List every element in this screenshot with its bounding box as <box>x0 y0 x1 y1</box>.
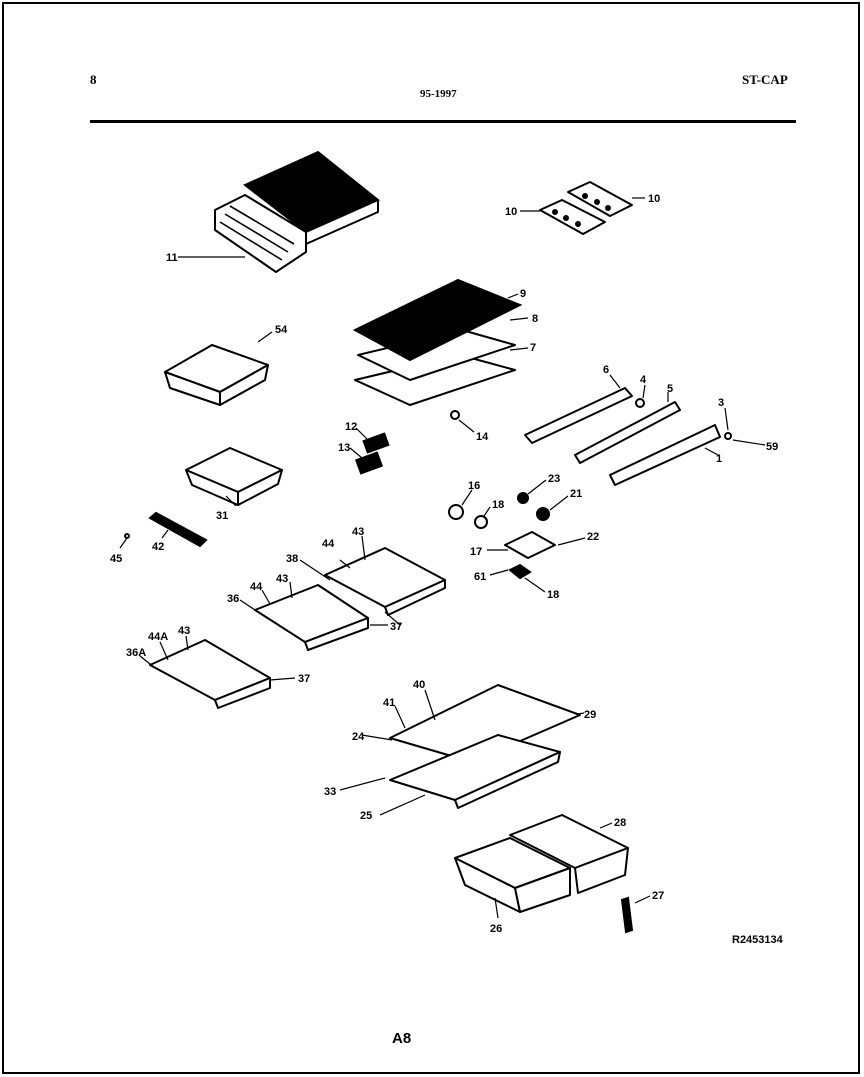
callout-7: 7 <box>530 342 536 354</box>
callout-61: 61 <box>474 571 486 583</box>
model-code: ST-CAP <box>742 72 788 87</box>
callout-36A: 36A <box>126 647 146 659</box>
page-number: 8 <box>90 72 97 87</box>
callout-36: 36 <box>227 593 239 605</box>
part-54-bin: 54 <box>164 324 288 406</box>
part-rails: 6 4 5 3 59 1 <box>524 364 778 486</box>
callout-45: 45 <box>110 553 122 565</box>
date-range: 95-1997 <box>420 88 457 100</box>
callout-43-middle: 43 <box>276 573 288 585</box>
callout-44A: 44A <box>148 631 168 643</box>
page-code: A8 <box>392 1030 412 1047</box>
part-crisper-cover: 40 41 24 29 33 25 <box>324 679 596 822</box>
callout-54: 54 <box>275 324 288 336</box>
callout-38: 38 <box>286 553 298 565</box>
callout-4: 4 <box>640 374 647 386</box>
callout-21: 21 <box>570 488 582 500</box>
callout-10-left: 10 <box>505 206 517 218</box>
callout-40: 40 <box>413 679 425 691</box>
part-glass-shelf-upper: 44 43 38 <box>286 526 446 626</box>
callout-33: 33 <box>324 786 336 798</box>
part-control-assembly: 16 18 23 21 22 17 61 18 <box>448 473 599 601</box>
callout-6: 6 <box>603 364 609 376</box>
part-42-45-support: 45 42 <box>110 511 208 565</box>
callout-3: 3 <box>718 397 724 409</box>
part-glass-shelf-middle: 36 44 43 37 <box>227 573 402 651</box>
callout-9: 9 <box>520 288 526 300</box>
callout-59: 59 <box>766 441 778 453</box>
callout-29: 29 <box>584 709 596 721</box>
callout-1: 1 <box>716 453 722 465</box>
part-31-bin: 31 <box>185 447 283 522</box>
callout-27: 27 <box>652 890 664 902</box>
callout-18-bottom: 18 <box>547 589 559 601</box>
part-12-13-14-hardware: 12 13 14 <box>338 410 489 475</box>
drawing-reference-code: R2453134 <box>732 934 783 946</box>
callout-16: 16 <box>468 480 480 492</box>
callout-22: 22 <box>587 531 599 543</box>
callout-44-upper: 44 <box>322 538 335 550</box>
callout-42: 42 <box>152 541 164 553</box>
callout-28-right: 28 <box>614 817 626 829</box>
callout-24: 24 <box>352 731 365 743</box>
callout-12: 12 <box>345 421 357 433</box>
callout-17: 17 <box>470 546 482 558</box>
part-glass-shelf-lower: 36A 44A 43 37 <box>126 625 310 709</box>
callout-44-middle: 44 <box>250 581 263 593</box>
callout-26: 26 <box>490 923 502 935</box>
callout-18-top: 18 <box>492 499 504 511</box>
callout-37-middle: 37 <box>390 621 402 633</box>
callout-13: 13 <box>338 442 350 454</box>
part-9-8-7-shelf-stack: 9 8 7 <box>352 278 538 406</box>
callout-5: 5 <box>667 383 673 395</box>
header-rule <box>90 120 796 123</box>
callout-25: 25 <box>360 810 372 822</box>
callout-14: 14 <box>476 431 489 443</box>
callout-11: 11 <box>166 252 178 264</box>
callout-43-lower: 43 <box>178 625 190 637</box>
callout-31: 31 <box>216 510 228 522</box>
callout-10-right: 10 <box>648 193 660 205</box>
part-11-freezer-shelf: 11 <box>166 150 380 273</box>
part-10-ice-trays: 10 10 <box>505 181 660 235</box>
callout-41: 41 <box>383 697 395 709</box>
callout-23: 23 <box>548 473 560 485</box>
callout-43-upper: 43 <box>352 526 364 538</box>
callout-8: 8 <box>532 313 538 325</box>
part-crisper-drawers: 28 26 27 <box>454 814 664 935</box>
callout-37-lower: 37 <box>298 673 310 685</box>
